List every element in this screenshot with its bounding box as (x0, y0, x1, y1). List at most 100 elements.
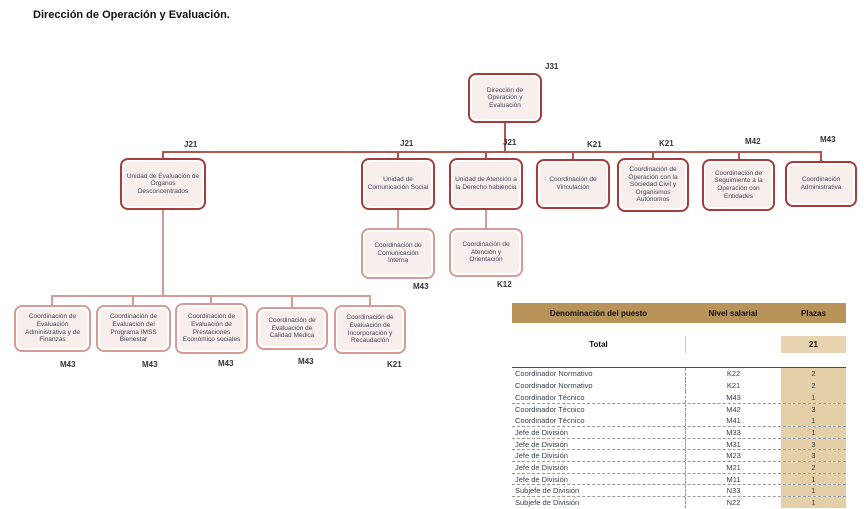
table-row: Subjefe de División N22 1 (512, 496, 846, 508)
org-node-title: Coordinación de Comunicación Interna (365, 232, 431, 275)
org-node-title: Coordinación de Vinculación (540, 163, 606, 205)
org-node-title: Coordinación Administrativa (789, 165, 853, 203)
page-title: Dirección de Operación y Evaluación. (33, 9, 230, 21)
org-node-title: Coordinación de Operación con la Socieda… (621, 162, 685, 208)
cell-nivel: M42 (685, 403, 781, 415)
connector-line (162, 152, 164, 160)
cell-nivel: M11 (685, 473, 781, 485)
cell-puesto: Coordinador Normativo (515, 369, 593, 379)
cell-plazas: 2 (781, 462, 846, 473)
cell-puesto: Coordinador Técnico (515, 404, 585, 414)
connector-line (51, 296, 53, 306)
connector-line (162, 210, 164, 296)
org-node-direccion-operacion: Dirección de Operación y Evaluación (468, 73, 542, 123)
cell-nivel: M23 (685, 450, 781, 462)
connector-line (820, 152, 822, 163)
org-node-title: Coordinación de Evaluación del Programa … (100, 309, 167, 348)
table-body: Coordinador Normativo K22 2 Coordinador … (512, 367, 846, 508)
cell-nivel: M33 (685, 427, 781, 438)
cell-puesto: Coordinador Normativo (515, 380, 593, 390)
table-row: Coordinador Técnico M42 3 (512, 402, 846, 415)
table-header-row: Denominación del puesto Nivel salarial P… (512, 303, 846, 323)
level-label: K21 (659, 139, 674, 148)
org-node-eval-imss-bienestar: Coordinación de Evaluación del Programa … (96, 305, 171, 352)
level-label: M43 (218, 359, 234, 368)
cell-nivel: M43 (685, 391, 781, 403)
table-row: Jefe de División M21 2 (512, 461, 846, 473)
level-label: K21 (587, 140, 602, 149)
level-label: J21 (503, 138, 517, 147)
level-label: M43 (298, 357, 314, 366)
cell-nivel: M21 (685, 462, 781, 473)
org-node-comunicacion-interna: Coordinación de Comunicación Interna (361, 228, 435, 279)
cell-puesto: Jefe de División (515, 428, 568, 438)
cell-puesto: Subjefe de División (515, 486, 580, 496)
cell-plazas: 2 (781, 368, 846, 380)
cell-plazas: 3 (781, 438, 846, 450)
org-node-title: Coordinación de Evaluación Administrativ… (18, 309, 87, 348)
cell-plazas: 1 (781, 427, 846, 438)
org-node-evaluacion-organos: Unidad de Evaluación de Órganos Desconce… (120, 158, 206, 210)
connector-line (291, 296, 293, 308)
org-node-title: Coordinación de Evaluación de Incorporac… (338, 309, 402, 350)
org-node-atencion-orientacion: Coordinación de Atención y Orientación (449, 228, 523, 277)
org-node-title: Dirección de Operación y Evaluación (472, 77, 538, 119)
connector-line (572, 152, 574, 161)
table-total-row: Total 21 (512, 336, 846, 353)
connector-line (504, 122, 506, 152)
cell-plazas: 2 (781, 379, 846, 392)
org-node-comunicacion-social: Unidad de Comunicación Social (361, 158, 435, 210)
cell-plazas: 1 (781, 485, 846, 497)
org-node-title: Coordinación de Seguimiento a la Operaci… (706, 163, 771, 207)
org-node-title: Coordinación de Atención y Orientación (453, 232, 519, 273)
cell-nivel: K22 (685, 368, 781, 380)
cell-nivel: N33 (685, 485, 781, 497)
cell-plazas: 1 (781, 473, 846, 485)
col-header-nivel: Nivel salarial (708, 308, 758, 318)
cell-nivel: M41 (685, 414, 781, 427)
connector-line (738, 152, 740, 161)
org-node-title: Coordinación de Evaluación de Prestacion… (179, 307, 244, 350)
level-label: J31 (545, 62, 559, 71)
table-row: Subjefe de División N33 1 (512, 484, 846, 497)
salary-table: Denominación del puesto Nivel salarial P… (512, 303, 846, 508)
org-node-eval-calidad-medica: Coordinación de Evaluación de Calidad Mé… (256, 307, 328, 350)
level-label: M42 (745, 137, 761, 146)
level-label: M43 (60, 360, 76, 369)
org-node-eval-prestaciones: Coordinación de Evaluación de Prestacion… (175, 303, 248, 354)
level-label: M43 (142, 360, 158, 369)
level-label: M43 (820, 135, 836, 144)
level-label: K21 (387, 360, 402, 369)
table-row: Coordinador Técnico M43 1 (512, 391, 846, 403)
table-row: Jefe de División M11 1 (512, 472, 846, 485)
level-label: K12 (497, 280, 512, 289)
cell-nivel: K21 (685, 379, 781, 392)
org-node-title: Unidad de Comunicación Social (365, 162, 431, 206)
cell-puesto: Subjefe de División (515, 497, 580, 507)
connector-line (132, 296, 134, 306)
org-node-seguimiento-entidades: Coordinación de Seguimiento a la Operaci… (702, 159, 775, 211)
cell-nivel: M31 (685, 438, 781, 450)
total-nivel-cell (685, 336, 781, 353)
org-node-sociedad-civil: Coordinación de Operación con la Socieda… (617, 158, 689, 212)
cell-puesto: Coordinador Técnico (515, 392, 585, 402)
total-label: Total (589, 340, 608, 349)
cell-nivel: N22 (685, 497, 781, 508)
org-node-coordinacion-administrativa: Coordinación Administrativa (785, 161, 857, 207)
cell-puesto: Jefe de División (515, 462, 568, 472)
cell-plazas: 1 (781, 414, 846, 427)
level-label: J21 (184, 140, 198, 149)
connector-line (485, 210, 487, 228)
org-node-title: Unidad de Atención a la Derecho habienci… (453, 162, 519, 206)
connector-line (162, 151, 822, 153)
connector-line (369, 296, 371, 306)
col-header-puesto: Denominación del puesto (549, 308, 648, 318)
cell-puesto: Coordinador Técnico (515, 415, 585, 425)
table-row: Jefe de División M33 1 (512, 426, 846, 438)
cell-plazas: 1 (781, 391, 846, 403)
org-node-vinculacion: Coordinación de Vinculación (536, 159, 610, 209)
connector-line (485, 152, 487, 160)
total-plazas-value: 21 (781, 336, 846, 353)
table-row: Coordinador Normativo K21 2 (512, 379, 846, 392)
org-node-eval-admin-finanzas: Coordinación de Evaluación Administrativ… (14, 305, 91, 352)
